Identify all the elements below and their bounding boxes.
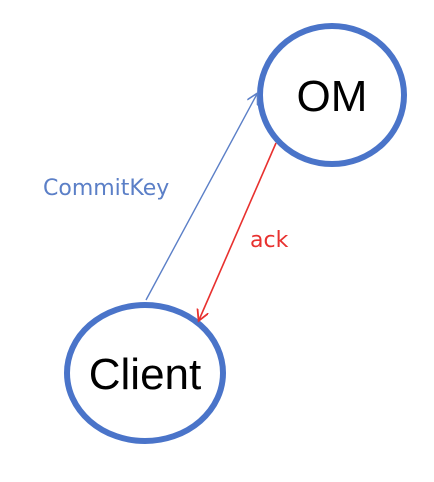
edge-commitkey-arrow [145,94,257,301]
edge-ack-arrow [199,142,277,320]
node-client: Client [64,302,226,444]
node-om: OM [257,23,407,167]
node-client-circle [64,302,226,444]
node-om-label: OM [297,72,368,121]
edge-commitkey-label: CommitKey [43,176,169,201]
edge-ack-label: ack [250,228,289,253]
edge-ack: ack [199,142,289,320]
node-client-label: Client [89,350,202,399]
edge-commitkey: CommitKey [43,94,257,301]
node-om-circle [257,23,407,167]
